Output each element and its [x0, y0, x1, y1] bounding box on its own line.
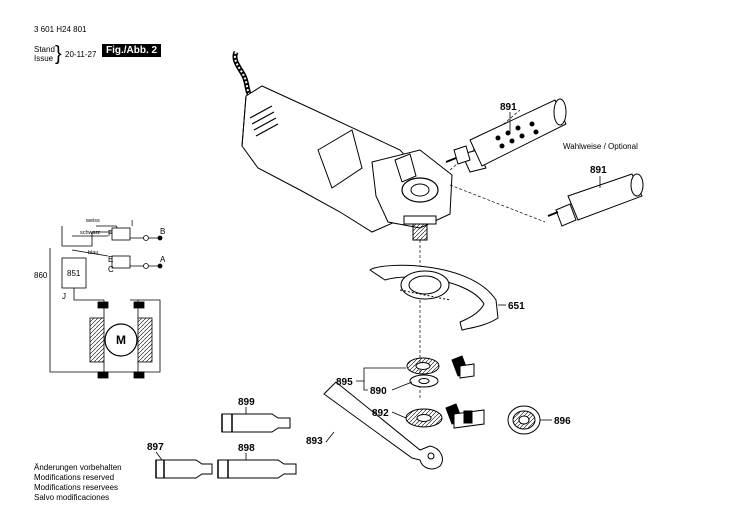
callout-890: 890 — [370, 386, 387, 397]
wire-weiss-label: weiss — [85, 218, 100, 224]
issue-label: Issue — [34, 54, 54, 63]
change-note-de: Änderungen vorbehalten — [34, 463, 122, 472]
change-note-en: Modifications reserved — [34, 473, 115, 482]
ref-851-label: 851 — [67, 269, 81, 278]
callout-896: 896 — [554, 416, 571, 427]
terminal-e-label: E — [108, 255, 113, 264]
wheel-guard — [369, 264, 499, 331]
brace: } — [55, 43, 62, 65]
wiring-diagram — [49, 225, 163, 379]
grinder-body — [232, 50, 453, 241]
callout-leaders — [155, 112, 601, 461]
callout-891-optional: 891 — [590, 165, 607, 176]
grease-tube-899 — [221, 413, 291, 433]
nut-896 — [507, 405, 541, 435]
callout-893: 893 — [306, 436, 323, 447]
terminal-c-label: C — [108, 265, 114, 274]
callout-898: 898 — [238, 443, 255, 454]
flange-890 — [406, 355, 475, 388]
change-note-es: Salvo modificaciones — [34, 493, 110, 502]
terminal-b-label: B — [160, 227, 165, 236]
wire-schwarz-label: schwarz — [80, 230, 100, 236]
part-number: 3 601 H24 801 — [34, 25, 87, 34]
issue-date: 20-11-27 — [65, 50, 97, 59]
figure-label: Fig./Abb. 2 — [102, 44, 162, 57]
grease-tube-897 — [155, 459, 213, 479]
change-note-fr: Modifications reservees — [34, 483, 119, 492]
optional-note: Wahlweise / Optional — [563, 142, 638, 151]
flange-892 — [405, 403, 485, 429]
terminal-i-label: I — [131, 219, 133, 228]
motor-label: M — [116, 333, 126, 347]
callout-899: 899 — [238, 397, 255, 408]
callout-891-handle: 891 — [500, 102, 517, 113]
callout-895: 895 — [336, 377, 353, 388]
wire-blau-label: blau — [88, 250, 98, 256]
stand-label: Stand — [34, 45, 55, 54]
terminal-f-label: F — [108, 229, 113, 238]
grease-tube-898 — [217, 459, 297, 479]
optional-handle — [547, 173, 644, 227]
callout-892: 892 — [372, 408, 389, 419]
spanner-893 — [323, 381, 443, 470]
terminal-a-label: A — [160, 255, 166, 264]
terminal-j-label: J — [62, 292, 66, 301]
ref-860-label: 860 — [34, 271, 48, 280]
callout-651: 651 — [508, 301, 525, 312]
callout-897: 897 — [147, 442, 164, 453]
side-handle — [445, 98, 567, 173]
